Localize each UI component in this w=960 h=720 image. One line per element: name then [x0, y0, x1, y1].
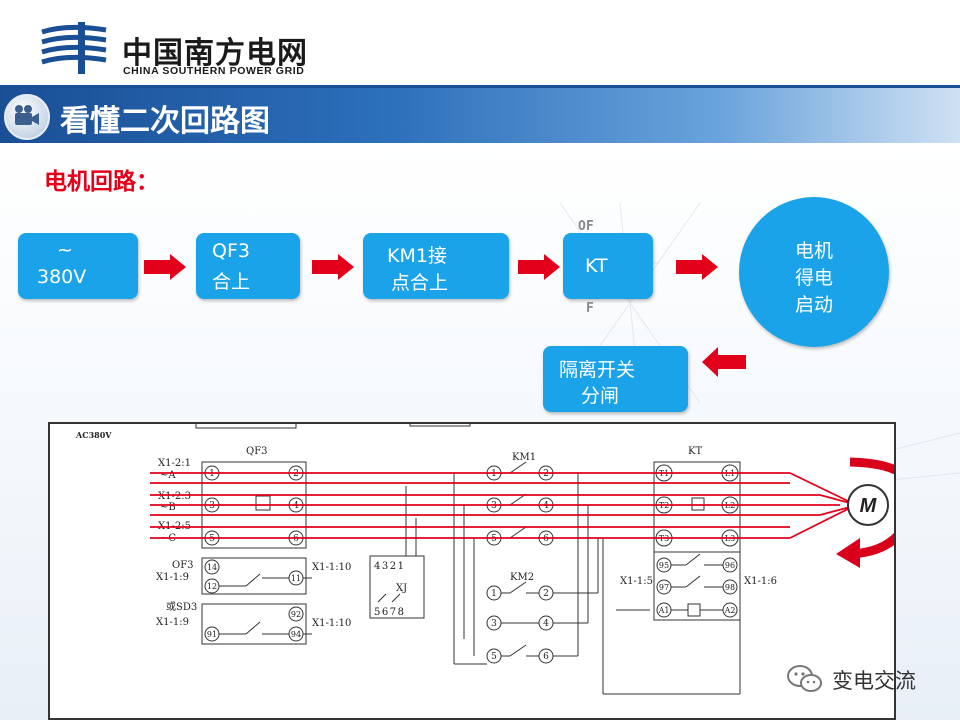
km2-term-5: 5: [491, 652, 497, 662]
ghost-text-top: OF: [578, 219, 594, 234]
flow-step-qf3-line1: QF3: [212, 240, 250, 262]
aux-term-94: 94: [291, 630, 301, 639]
org-name-en: CHINA SOUTHERN POWER GRID: [123, 65, 305, 77]
flow-step-isolator-line2: 分闸: [581, 385, 620, 407]
aux-term-12: 12: [207, 582, 217, 591]
flow-step-motor-start: 电机 得电 启动: [739, 197, 889, 347]
flow-arrow-right-icon: [312, 254, 354, 280]
label-x1-1-9b: X1-1:9: [156, 617, 189, 628]
label-x1-1-9: X1-1:9: [156, 572, 189, 583]
km2-term-6: 6: [543, 652, 549, 662]
title-bar: [0, 85, 960, 143]
qf3-term-3: 3: [209, 501, 215, 511]
kt-term-98: 98: [725, 583, 735, 592]
section-heading: 电机回路：: [44, 169, 159, 195]
flow-step-km1-line1: KM1接: [387, 245, 447, 267]
flow-step-motor-line2: 得电: [794, 267, 833, 289]
label-x1-1-10b: X1-1:10: [312, 618, 351, 629]
flow-step-motor-line1: 电机: [794, 240, 833, 262]
aux-term-14: 14: [207, 563, 217, 572]
km2-term-4: 4: [543, 619, 549, 629]
label-qf3: QF3: [246, 446, 268, 457]
label-kt: KT: [688, 446, 702, 457]
label-km1: KM1: [512, 452, 536, 463]
km2-term-2: 2: [543, 589, 549, 599]
flow-step-380v: ~ 380V: [18, 233, 138, 299]
qf3-term-1: 1: [209, 469, 215, 479]
xj-top-terminals: 4321: [374, 561, 405, 572]
flow-step-qf3-line2: 合上: [212, 271, 251, 293]
label-sd3: 或SD3: [166, 601, 197, 613]
motor-symbol: M: [847, 484, 889, 526]
label-x1-2-1: X1-2:1: [158, 458, 191, 469]
company-logo: 中国南方电网 CHINA SOUTHERN POWER GRID: [40, 22, 340, 78]
flow-step-motor-line3: 启动: [794, 294, 833, 316]
rotation-arrow-icon: [836, 457, 894, 568]
kt-term-97: 97: [659, 583, 669, 592]
csg-logo-icon: [41, 22, 107, 74]
flow-arrow-right-icon: [518, 254, 560, 280]
label-x1-1-6: X1-1:6: [744, 576, 777, 587]
aux-term-11: 11: [291, 574, 301, 583]
flow-step-km1: KM1接 点合上: [363, 233, 509, 299]
kt-term-a1: A1: [658, 606, 670, 615]
flow-step-380v-line1: ~: [57, 239, 73, 261]
km1-term-4: 4: [543, 501, 549, 511]
kt-term-95: 95: [659, 561, 669, 570]
flow-arrow-left-icon: [702, 347, 746, 377]
label-phase-a: ~A: [160, 470, 176, 481]
flow-step-km1-line2: 点合上: [391, 272, 449, 294]
flow-arrow-right-icon: [676, 254, 718, 280]
kt-term-96: 96: [725, 561, 735, 570]
label-x1-2-3: X1-2:3: [158, 491, 191, 502]
watermark-label: 变电交流: [832, 669, 916, 693]
label-km2: KM2: [510, 572, 534, 583]
label-xj: XJ: [396, 583, 407, 594]
label-phase-b: ~B: [160, 502, 176, 513]
label-x1-1-10: X1-1:10: [312, 562, 351, 573]
flow-arrow-right-icon: [144, 254, 186, 280]
qf3-term-5: 5: [209, 534, 215, 544]
flow-step-isolator-line1: 隔离开关: [559, 359, 636, 381]
km2-term-1: 1: [491, 589, 497, 599]
ghost-text-bottom: F: [586, 301, 594, 316]
camera-icon: [4, 94, 50, 140]
km1-term-6: 6: [543, 534, 549, 544]
flow-step-qf3: QF3 合上: [196, 233, 300, 299]
label-of3: OF3: [172, 560, 194, 571]
km1-term-2: 2: [543, 469, 549, 479]
aux-term-91: 91: [207, 630, 217, 639]
slide-title: 看懂二次回路图: [60, 104, 270, 139]
flow-step-kt-label: KT: [585, 255, 608, 277]
qf3-term-6: 6: [293, 534, 299, 544]
km1-term-1: 1: [491, 469, 497, 479]
km1-term-5: 5: [491, 534, 497, 544]
flow-step-380v-line2: 380V: [37, 266, 87, 288]
xj-bottom-terminals: 5678: [374, 607, 405, 618]
flow-step-isolator: 隔离开关 分闸: [543, 346, 688, 412]
qf3-term-2: 2: [293, 469, 299, 479]
motor-circuit-schematic: AC380V X1-2:1 ~A X1-2:3 ~B X1-2:5 ~C OF3…: [48, 422, 896, 720]
aux-term-92: 92: [291, 610, 301, 619]
label-x1-1-5: X1-1:5: [620, 576, 653, 587]
kt-term-a2: A2: [724, 606, 736, 615]
wechat-icon: [787, 665, 822, 692]
flow-step-kt: KT: [563, 233, 653, 299]
motor-label: M: [860, 495, 878, 517]
org-name-cn: 中国南方电网: [122, 36, 308, 71]
label-ac380v: AC380V: [75, 430, 112, 440]
km1-term-3: 3: [491, 501, 497, 511]
qf3-term-4: 4: [293, 501, 299, 511]
km2-term-3: 3: [491, 619, 497, 629]
